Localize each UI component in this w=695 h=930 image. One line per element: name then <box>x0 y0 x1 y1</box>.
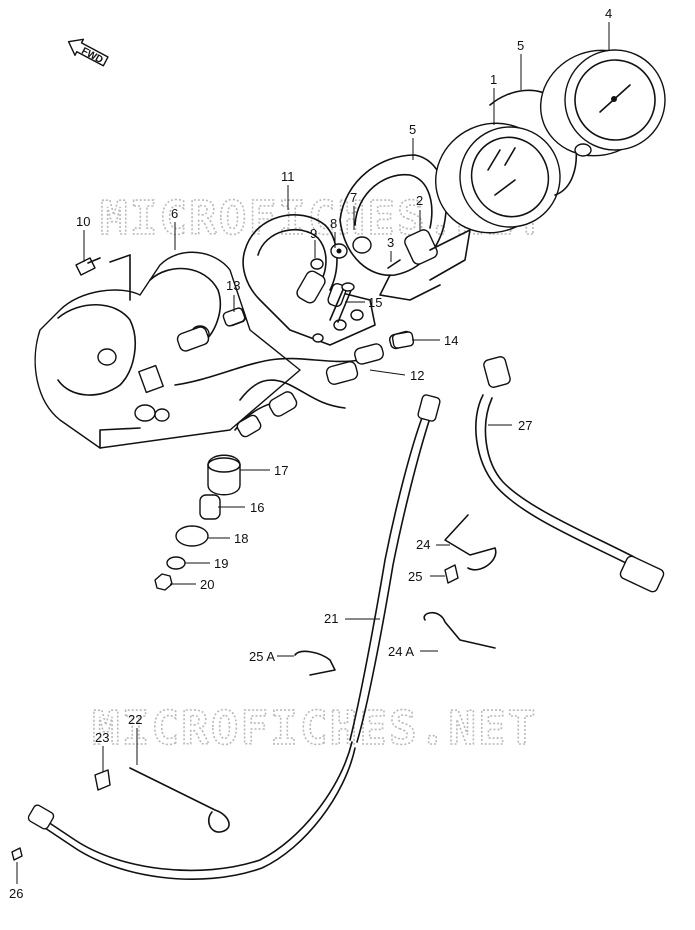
tachometer-cable-icon <box>475 356 665 593</box>
fwd-arrow-icon: FWD <box>67 38 109 67</box>
callout-15: 15 <box>368 295 382 310</box>
callout-24a: 24 A <box>388 644 414 659</box>
meter-case-left-icon <box>339 154 447 301</box>
callout-25: 25 <box>408 569 422 584</box>
meter-bracket-icon <box>242 214 376 346</box>
callout-26: 26 <box>9 886 23 901</box>
callout-7: 7 <box>350 190 357 205</box>
callout-5a: 5 <box>517 38 524 53</box>
callout-labels: 1 2 3 4 5 5 6 7 8 9 10 11 12 13 14 15 16… <box>9 6 612 901</box>
callout-9: 9 <box>310 226 317 241</box>
callout-13: 13 <box>226 278 240 293</box>
callout-20: 20 <box>200 577 214 592</box>
callout-10: 10 <box>76 214 90 229</box>
callout-2: 2 <box>416 193 423 208</box>
speedometer-cable-icon <box>27 394 441 880</box>
callout-16: 16 <box>250 500 264 515</box>
callout-23: 23 <box>95 730 109 745</box>
stud-bolt-icon <box>329 282 355 323</box>
callout-27: 27 <box>518 418 532 433</box>
cable-clips-icon <box>11 514 497 861</box>
callout-4: 4 <box>605 6 612 21</box>
watermark-bottom: MICROFICHES.NET <box>92 701 537 755</box>
callout-25a: 25 A <box>249 649 275 664</box>
callout-leaders <box>16 22 610 884</box>
callout-21: 21 <box>324 611 338 626</box>
callout-12: 12 <box>410 368 424 383</box>
callout-14: 14 <box>444 333 458 348</box>
callout-18: 18 <box>234 531 248 546</box>
callout-24: 24 <box>416 537 430 552</box>
callout-11: 11 <box>281 169 295 184</box>
callout-1: 1 <box>490 72 497 87</box>
callout-5b: 5 <box>409 122 416 137</box>
callout-3: 3 <box>387 235 394 250</box>
callout-17: 17 <box>274 463 288 478</box>
tachometer-icon <box>404 122 561 281</box>
fwd-label: FWD <box>79 46 104 66</box>
small-parts-icon <box>75 236 415 349</box>
callout-8: 8 <box>330 216 337 231</box>
callout-6: 6 <box>171 206 178 221</box>
callout-19: 19 <box>214 556 228 571</box>
callout-22: 22 <box>128 712 142 727</box>
meter-housing-icon <box>34 251 301 449</box>
speedometer-icon <box>539 49 666 157</box>
